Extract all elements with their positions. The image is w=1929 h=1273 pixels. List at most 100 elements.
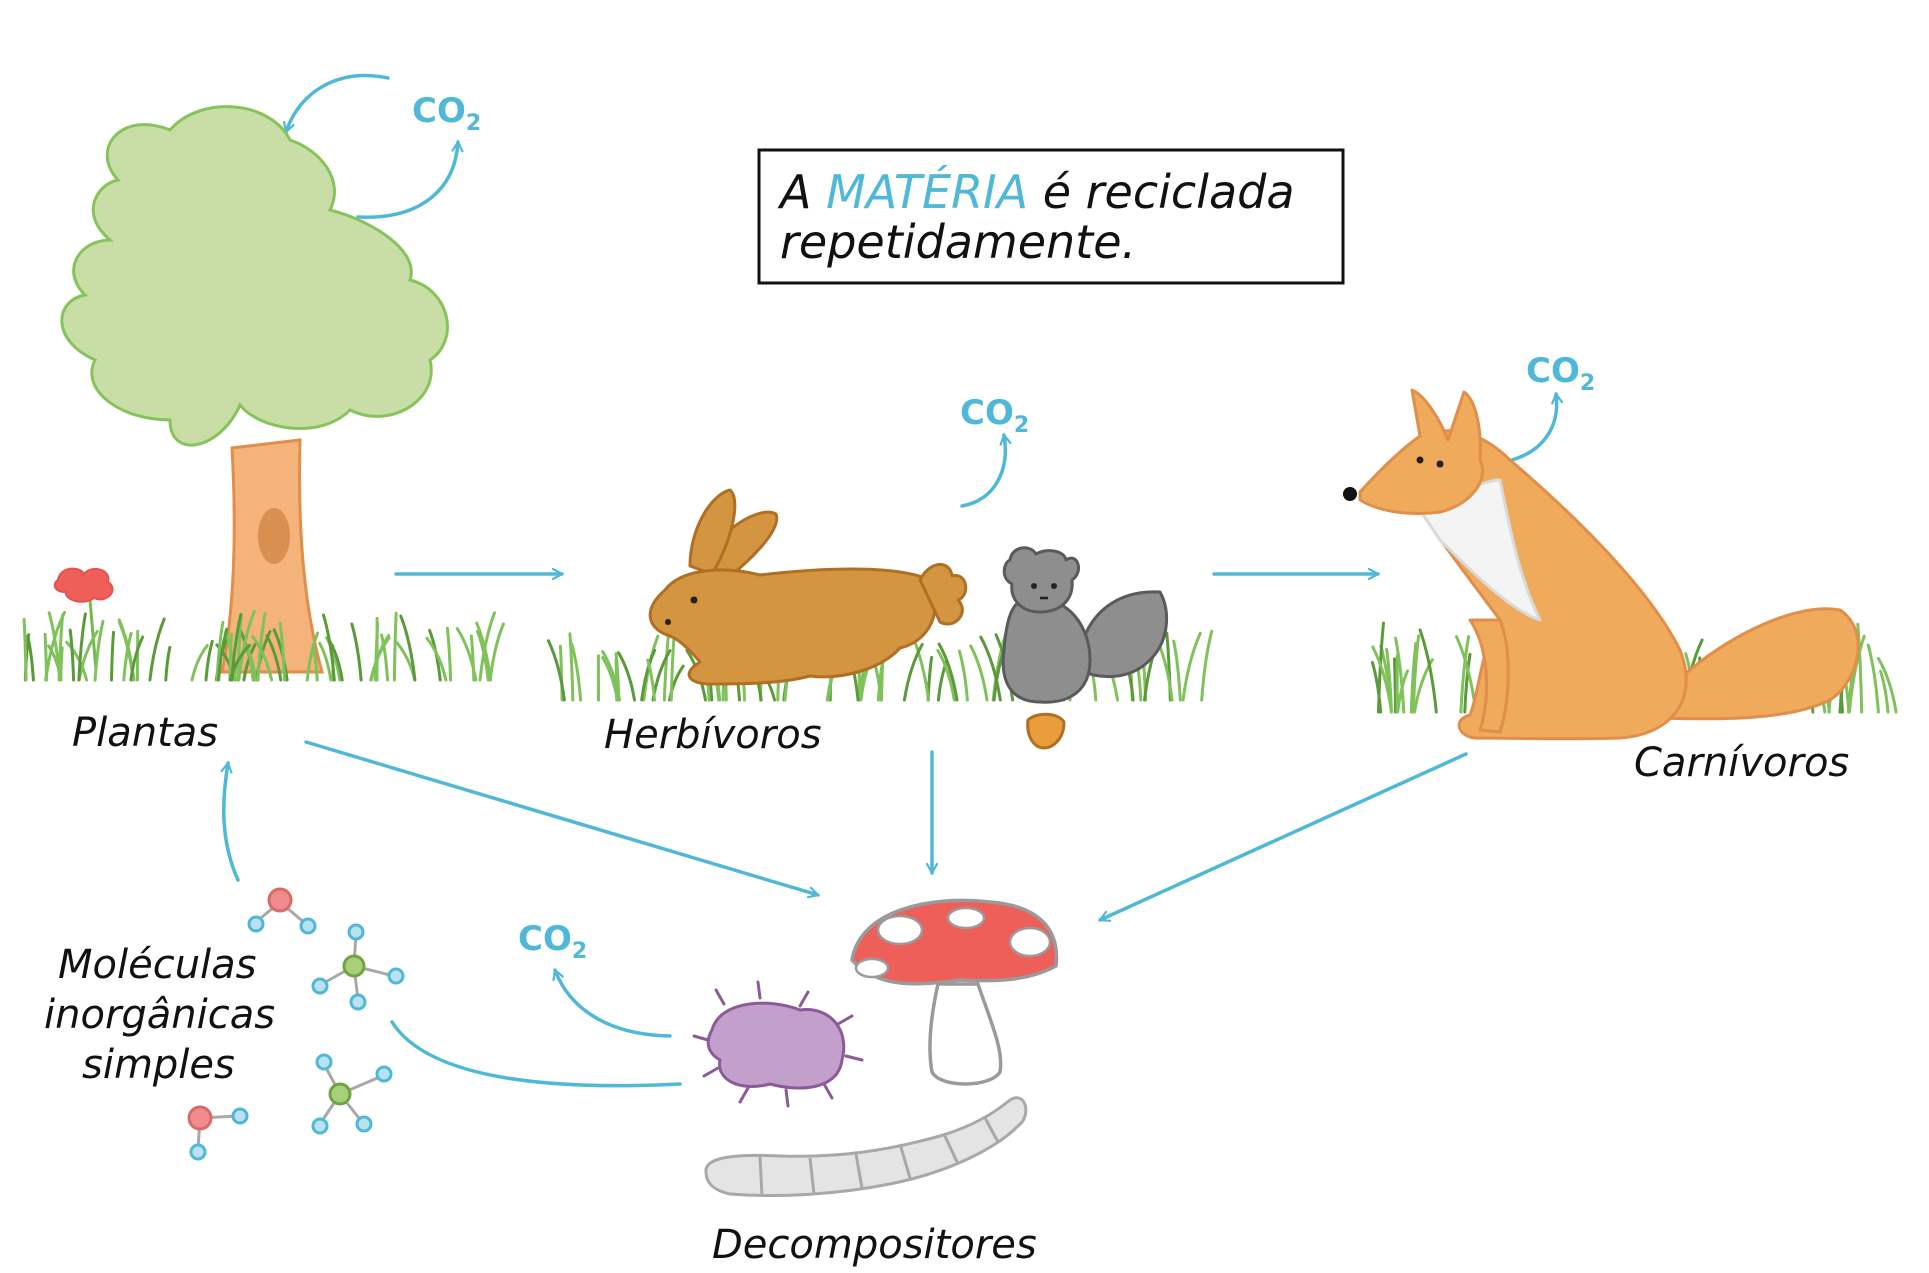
grass-blade bbox=[1394, 636, 1406, 714]
squirrel-head bbox=[1002, 546, 1081, 614]
grass-blade bbox=[129, 635, 145, 682]
grass-blade bbox=[558, 644, 564, 702]
grass-blade bbox=[640, 648, 657, 702]
co2-label-decomposers: CO2 bbox=[518, 919, 587, 964]
grass-blade bbox=[1866, 643, 1880, 714]
title-line-1: A MATÉRIA é reciclada bbox=[777, 165, 1295, 219]
label-molecules-line-2: inorgânicas bbox=[44, 992, 275, 1038]
molecule-water-bottom bbox=[187, 1105, 249, 1161]
arrow-carnivores-to-decomposers bbox=[1098, 752, 1468, 920]
grass-blade bbox=[392, 611, 398, 682]
worm-body bbox=[704, 1096, 1028, 1198]
grass-blade bbox=[43, 632, 48, 682]
grass-blade bbox=[1463, 652, 1472, 714]
fox-head bbox=[1358, 388, 1485, 515]
grass-blade bbox=[318, 641, 333, 682]
co2-label-carnivores: CO2 bbox=[1526, 351, 1595, 396]
grass-blade bbox=[478, 611, 496, 682]
grass-blade bbox=[278, 621, 286, 682]
tree-canopy bbox=[60, 105, 449, 447]
grass-blade bbox=[646, 658, 656, 702]
grass-blade bbox=[425, 636, 448, 682]
grass-blade bbox=[237, 609, 256, 682]
grass-blade bbox=[936, 648, 956, 702]
label-molecules-line-1: Moléculas bbox=[58, 942, 257, 988]
worm-illustration bbox=[704, 1096, 1028, 1198]
grass-blade bbox=[669, 631, 676, 702]
co2-arrow-plants-in bbox=[286, 73, 390, 134]
grass-blade bbox=[488, 622, 505, 682]
grass-blade bbox=[969, 644, 989, 702]
grass-blade bbox=[570, 642, 583, 702]
grass-blade bbox=[902, 643, 924, 702]
grass-blade bbox=[601, 650, 621, 702]
grass-blade bbox=[305, 631, 320, 682]
arrow-plants-to-decomposers bbox=[304, 740, 820, 895]
grass-blade bbox=[265, 634, 283, 682]
grass-blade bbox=[455, 627, 478, 682]
grass-blade bbox=[1876, 656, 1898, 714]
grass-blade bbox=[93, 619, 105, 682]
grass-blade bbox=[546, 639, 566, 702]
molecule-water-top bbox=[247, 887, 317, 935]
rabbit-ear-front bbox=[688, 488, 737, 576]
grass-blade bbox=[1371, 645, 1394, 714]
grass-blade bbox=[937, 642, 959, 702]
grass-blade bbox=[77, 612, 87, 682]
title-line-2: repetidamente. bbox=[780, 215, 1136, 269]
grass-blade bbox=[256, 612, 267, 682]
label-herbivores: Herbívoros bbox=[604, 712, 822, 758]
grass-blade bbox=[164, 645, 172, 682]
grass-blade bbox=[1393, 657, 1397, 714]
grass-blade bbox=[1411, 634, 1421, 714]
grass-blade bbox=[1459, 635, 1471, 714]
molecule-methane-top bbox=[311, 923, 405, 1011]
co2-label-plants: CO2 bbox=[412, 91, 481, 136]
grass-blade bbox=[110, 630, 115, 682]
label-molecules-line-3: simples bbox=[82, 1042, 235, 1088]
grass-blade bbox=[328, 640, 344, 682]
grass-blade bbox=[1879, 669, 1890, 714]
tree-knot bbox=[258, 508, 290, 564]
title-box: A MATÉRIA é reciclada repetidamente. bbox=[757, 148, 1345, 285]
grass-blade bbox=[68, 628, 76, 682]
grass-blade bbox=[217, 627, 229, 682]
mushroom-illustration bbox=[850, 898, 1059, 1086]
grass-blade bbox=[380, 633, 390, 682]
tree-illustration bbox=[53, 105, 449, 674]
squirrel-tail bbox=[1078, 590, 1169, 679]
grass-blade bbox=[1181, 631, 1202, 702]
fox-illustration bbox=[1343, 388, 1860, 741]
grass-blade bbox=[122, 631, 133, 682]
arrow-decomposers-to-molecules bbox=[390, 1020, 682, 1088]
grass-blade bbox=[1418, 628, 1438, 714]
grass-blade bbox=[651, 649, 672, 702]
rabbit-body bbox=[648, 567, 937, 686]
fox-tail bbox=[1658, 607, 1860, 721]
grass-blade bbox=[22, 617, 28, 682]
rabbit-tail bbox=[918, 563, 968, 626]
grass-blade bbox=[957, 649, 969, 702]
arrow-molecules-to-plants bbox=[224, 761, 240, 882]
grass-blade bbox=[215, 620, 225, 682]
grass-blade bbox=[662, 626, 671, 702]
co2-arrow-herbivores bbox=[960, 433, 1005, 508]
label-carnivores: Carnívoros bbox=[1634, 740, 1849, 786]
grass-blade bbox=[979, 635, 1002, 702]
grass-blade bbox=[148, 617, 166, 682]
grass-blade bbox=[350, 622, 363, 682]
grass-blade bbox=[1856, 622, 1864, 714]
squirrel-illustration bbox=[1001, 546, 1169, 750]
acorn bbox=[1026, 712, 1066, 750]
grass-blade bbox=[47, 644, 63, 682]
grass-blade bbox=[228, 632, 233, 682]
flower bbox=[53, 567, 114, 671]
grass-blade bbox=[190, 644, 209, 682]
grass-blade bbox=[1409, 642, 1418, 714]
bacterium-body bbox=[706, 1001, 846, 1090]
grass-blade bbox=[1200, 629, 1214, 702]
title-highlight-matter: MATÉRIA bbox=[826, 165, 1028, 219]
grass-blade bbox=[617, 651, 636, 702]
grass-blade bbox=[230, 613, 243, 682]
